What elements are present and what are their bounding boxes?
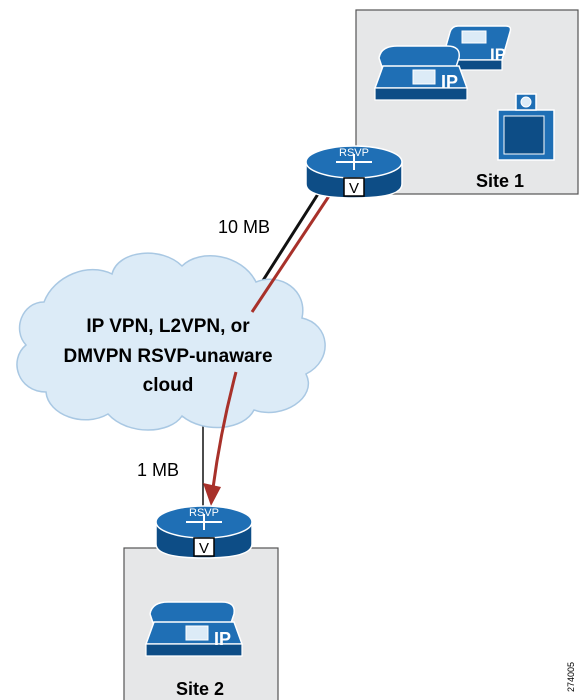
- rsvp-path-upper: [250, 195, 331, 313]
- cloud-label-line2: DMVPN RSVP-unaware: [63, 346, 272, 367]
- router-rsvp-badge: RSVP: [189, 507, 219, 519]
- router-rsvp-badge: RSVP: [339, 147, 369, 159]
- rsvp-router-icon: RSVP V: [305, 145, 403, 199]
- vpn-cloud: [16, 252, 326, 431]
- video-camera-icon: [497, 93, 555, 161]
- cloud-label-line3: cloud: [143, 375, 194, 396]
- router-v-label: V: [349, 180, 359, 197]
- upper-link-line: [260, 193, 320, 283]
- rsvp-path-lower: [211, 371, 238, 489]
- cloud-label-line1: IP VPN, L2VPN, or: [86, 316, 250, 337]
- ip-phone-icon: IP: [373, 45, 469, 101]
- upper-bandwidth-label: 10 MB: [218, 217, 270, 237]
- ip-phone-icon: IP: [144, 601, 244, 657]
- rsvp-router-icon: RSVP V: [155, 505, 253, 559]
- ip-phone-label: IP: [441, 72, 458, 92]
- ip-phone-label: IP: [214, 629, 231, 649]
- router-v-label: V: [199, 540, 209, 557]
- figure-id: 274005: [566, 662, 576, 692]
- ip-phone-label: IP: [490, 45, 506, 64]
- lower-bandwidth-label: 1 MB: [137, 460, 179, 480]
- site1-label: Site 1: [476, 171, 524, 191]
- site2-label: Site 2: [176, 679, 224, 699]
- rsvp-arrowhead: [203, 483, 221, 506]
